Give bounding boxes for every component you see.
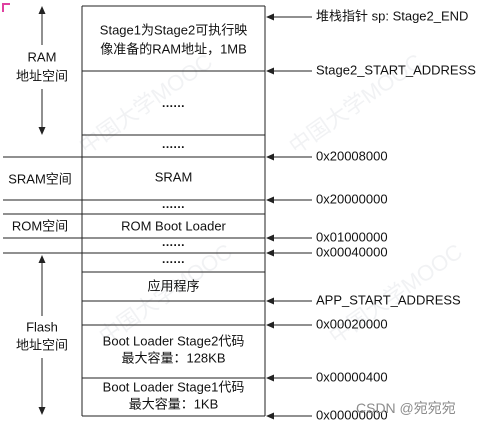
left-region-labels: RAM 地址空间 SRAM空间 ROM空间 Flash 地址空间 (3, 6, 82, 415)
sram-block: SRAM (155, 169, 193, 184)
rom-boot-loader-block: ROM Boot Loader (121, 218, 226, 233)
address-markers: 堆栈指针 sp: Stage2_END Stage2_START_ADDRESS… (266, 8, 476, 422)
sram-rom-gap-dots: ...... (162, 197, 185, 211)
marker-0x00000400: 0x00000400 (266, 369, 388, 384)
corner-mark (2, 3, 10, 12)
arrow-left-icon (266, 249, 274, 257)
ram-gap-dots: ...... (162, 96, 185, 110)
ram-arrowhead-up-icon (38, 6, 46, 14)
marker-label: 0x01000000 (316, 229, 388, 244)
arrow-left-icon (266, 297, 274, 305)
stage1-block-line1: Boot Loader Stage1代码 (103, 379, 245, 394)
marker-label: 0x00040000 (316, 244, 388, 259)
marker-0x00020000: 0x00020000 (266, 316, 388, 331)
arrow-left-icon (266, 153, 274, 161)
mooc-watermark: 中国大学MOOC (74, 49, 217, 159)
arrow-left-icon (266, 13, 274, 21)
marker-0x20008000: 0x20008000 (266, 148, 388, 163)
arrow-left-icon (266, 321, 274, 329)
marker-0x20000000: 0x20000000 (266, 191, 388, 206)
arrow-left-icon (266, 196, 274, 204)
ram-stage2-block-line1: Stage1为Stage2可执行映 (100, 22, 247, 37)
memory-column: Stage1为Stage2可执行映 像准备的RAM地址，1MB ...... .… (81, 5, 266, 417)
ram-sram-gap-dots: ...... (162, 137, 185, 151)
flash-gap-dots: ...... (162, 252, 185, 266)
flash-arrowhead-down-icon (38, 407, 46, 415)
flash-region-title: Flash (26, 319, 58, 334)
marker-0x00000000: 0x00000000 (266, 407, 388, 422)
marker-label: 0x00000400 (316, 369, 388, 384)
stage2-block-line2: 最大容量：128KB (121, 350, 225, 365)
marker-label: 0x00020000 (316, 316, 388, 331)
marker-label: Stage2_START_ADDRESS (316, 62, 476, 77)
marker-label: 0x20000000 (316, 191, 388, 206)
stage2-block-line1: Boot Loader Stage2代码 (103, 333, 245, 348)
marker-stage2-start: Stage2_START_ADDRESS (266, 62, 476, 77)
app-block: 应用程序 (147, 278, 199, 293)
arrow-left-icon (266, 67, 274, 75)
marker-label: APP_START_ADDRESS (316, 292, 461, 307)
marker-app-start: APP_START_ADDRESS (266, 292, 461, 307)
marker-label: 堆栈指针 sp: Stage2_END (316, 8, 468, 23)
flash-region-subtitle: 地址空间 (16, 337, 68, 352)
ram-region-title: RAM (28, 49, 57, 64)
marker-0x00040000: 0x00040000 (266, 244, 388, 259)
ram-stage2-block-line2: 像准备的RAM地址，1MB (100, 41, 247, 56)
marker-stack-pointer: 堆栈指针 sp: Stage2_END (266, 8, 468, 23)
flash-arrowhead-up-icon (38, 255, 46, 263)
rom-region-label: ROM空间 (12, 218, 68, 233)
arrow-left-icon (266, 374, 274, 382)
marker-label: 0x00000000 (316, 407, 388, 422)
csdn-watermark: CSDN @宛宛宛 (356, 400, 456, 416)
stage1-block-line2: 最大容量：1KB (129, 396, 219, 411)
ram-region-subtitle: 地址空间 (16, 68, 68, 83)
sram-region-label: SRAM空间 (8, 171, 72, 186)
arrow-left-icon (266, 412, 274, 420)
arrow-left-icon (266, 234, 274, 242)
marker-label: 0x20008000 (316, 148, 388, 163)
marker-0x01000000: 0x01000000 (266, 229, 388, 244)
rom-flash-gap-dots: ...... (162, 235, 185, 249)
ram-arrowhead-down-icon (38, 127, 46, 135)
